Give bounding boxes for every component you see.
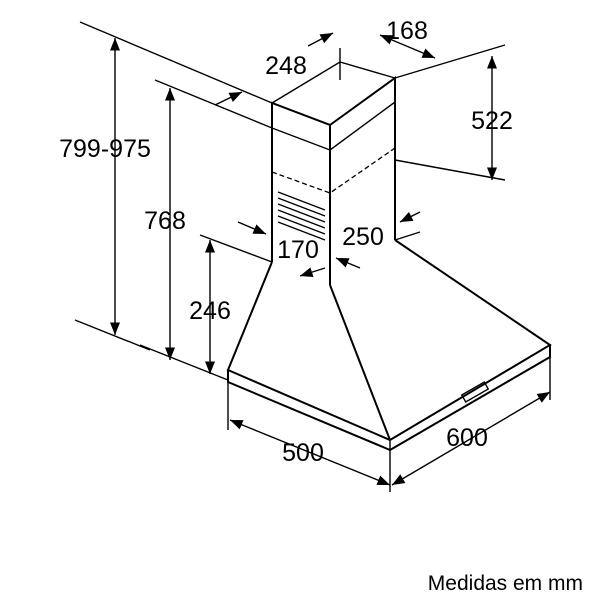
label-248: 248 <box>265 52 307 80</box>
label-246: 246 <box>189 297 231 325</box>
label-168: 168 <box>386 17 428 45</box>
vent-grille <box>277 191 326 241</box>
dimension-lines <box>109 32 551 486</box>
extension-lines <box>74 21 551 492</box>
label-250: 250 <box>342 223 384 251</box>
label-500: 500 <box>282 439 324 467</box>
label-768: 768 <box>144 207 186 235</box>
label-total-height: 799-975 <box>59 135 151 163</box>
units-caption: Medidas em mm <box>428 572 583 595</box>
label-170: 170 <box>277 236 319 264</box>
hood-canopy <box>226 239 552 452</box>
label-522: 522 <box>471 107 513 135</box>
label-600: 600 <box>446 424 488 452</box>
chimney <box>271 61 396 285</box>
